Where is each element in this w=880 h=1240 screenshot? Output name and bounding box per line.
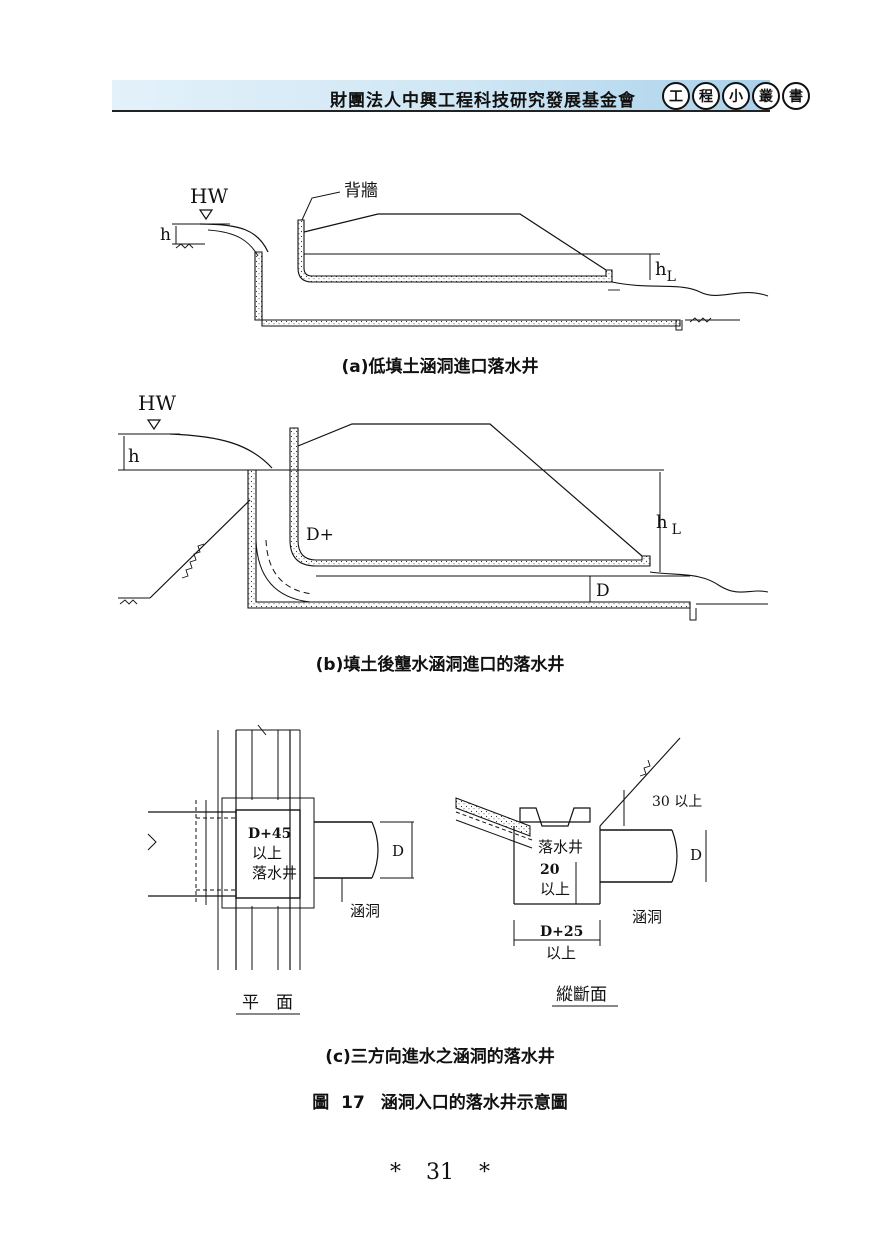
page-marker-right: *	[479, 1160, 490, 1185]
section-20-label: 20	[540, 862, 560, 878]
figure-a-hl-label: hL	[655, 259, 676, 285]
figure-b-d-label: D	[596, 581, 610, 601]
well-outer-wall	[247, 469, 691, 609]
water-level-marker	[146, 419, 162, 431]
figure-caption-number: 17	[341, 1093, 365, 1113]
section-30-label: 30 以上	[652, 794, 702, 810]
figure-b-h-label: h	[128, 446, 140, 467]
series-badge: 叢	[752, 82, 780, 110]
section-d25-label: D+25	[540, 924, 583, 940]
page-marker-left: *	[390, 1160, 401, 1185]
plan-title: 平 面	[242, 993, 293, 1013]
series-badge: 小	[722, 82, 750, 110]
plan-well-label-1: D+45	[248, 826, 291, 842]
figure-a-hw-label: HW	[190, 184, 228, 208]
well-left-wall	[254, 251, 681, 327]
figure-caption-text: 涵洞入口的落水井示意圖	[381, 1092, 568, 1113]
back-wall	[297, 219, 613, 283]
header-organization: 財團法人中興工程科技研究發展基金會	[330, 91, 636, 111]
series-badges: 工 程 小 叢 書	[662, 82, 810, 110]
section-well-label: 落水井	[538, 838, 583, 856]
figure-caption-prefix: 圖	[312, 1093, 329, 1113]
back-wall	[289, 427, 651, 567]
page-footer: * 31 *	[385, 1160, 495, 1185]
figure-b-caption: (b)填土後壟水涵洞進口的落水井	[316, 654, 565, 675]
section-culvert-label: 涵洞	[632, 908, 662, 926]
figure-a-back-wall-label: 背牆	[344, 181, 378, 201]
figure-b-hl-main: h	[656, 512, 668, 533]
water-level-marker	[198, 209, 214, 221]
section-title: 縱斷面	[556, 985, 607, 1005]
figure-a-drawing: HW h 背牆 hL	[160, 181, 769, 331]
figure-c-caption: (c)三方向進水之涵洞的落水井	[325, 1046, 555, 1067]
figure-a-h-label: h	[160, 225, 171, 245]
series-badge: 程	[692, 82, 720, 110]
header-band	[112, 80, 770, 112]
figure-a-hl-sub: L	[667, 269, 676, 285]
series-badge: 書	[782, 82, 810, 110]
plan-well-label-2: 以上	[252, 844, 282, 862]
figure-caption: 圖 17 涵洞入口的落水井示意圖	[312, 1092, 568, 1113]
plan-well-box	[235, 809, 301, 899]
figure-b-hl-sub: L	[672, 522, 681, 538]
plan-well-label-3: 落水井	[252, 864, 297, 882]
figure-b-hw-label: HW	[138, 391, 176, 415]
section-20-note: 以上	[540, 880, 570, 898]
plan-d-label: D	[392, 842, 404, 860]
section-d-label: D	[690, 846, 702, 864]
series-badge: 工	[662, 82, 690, 110]
plan-culvert-label: 涵洞	[350, 902, 380, 920]
section-d25-note: 以上	[546, 944, 576, 962]
figure-a-caption: (a)低填土涵洞進口落水井	[341, 356, 538, 377]
figure-b-d-plus-label: D+	[306, 525, 334, 545]
figure-a-hl-main: h	[655, 259, 667, 280]
figure-c-section-drawing: 30 以上 D 落水井 20 以上 涵洞 D+25 以上 縱斷面	[455, 737, 707, 1007]
page-number: 31	[426, 1160, 454, 1185]
figure-c-plan-drawing: D D+45 以上 落水井 涵洞 平 面	[147, 724, 414, 1015]
